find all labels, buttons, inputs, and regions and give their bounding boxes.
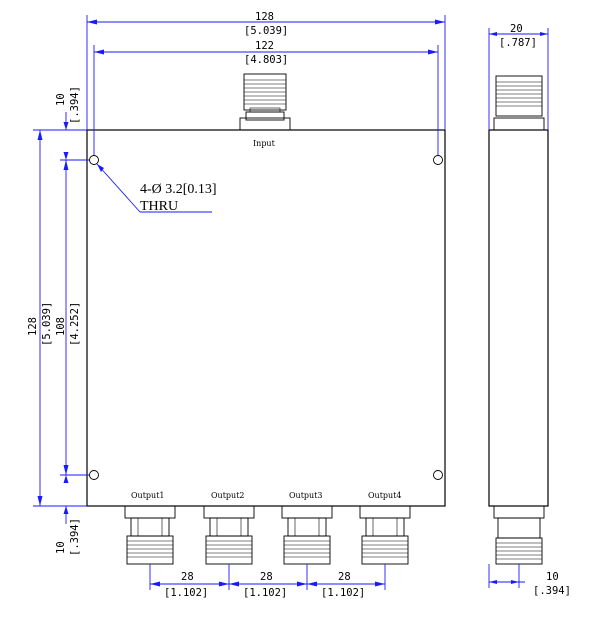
hole-callout-thru: THRU bbox=[140, 199, 178, 214]
mounting-hole-top-left bbox=[89, 155, 99, 165]
output2-label: Output2 bbox=[211, 491, 245, 500]
output4-label: Output4 bbox=[368, 491, 402, 500]
dim-bottom-margin-inch: [.394] bbox=[69, 518, 81, 556]
input-label: Input bbox=[253, 139, 276, 148]
dim-pitch-3-mm: 28 bbox=[338, 571, 351, 583]
dim-top-margin-inch: [.394] bbox=[69, 86, 81, 124]
front-body-outline bbox=[86, 129, 446, 507]
dim-hole-span-mm: 122 bbox=[255, 40, 274, 52]
output-connector-2 bbox=[203, 505, 255, 565]
dim-side-connector-inch: [.394] bbox=[533, 585, 571, 597]
dim-top-width-mm: 128 bbox=[255, 11, 274, 23]
dimension-text: 128 [5.039] 122 [4.803] 20 [.787] 10 [.3… bbox=[27, 11, 571, 599]
dim-top-width-inch: [5.039] bbox=[244, 25, 288, 37]
dim-side-depth-inch: [.787] bbox=[499, 37, 537, 49]
dim-pitch-1-inch: [1.102] bbox=[164, 587, 208, 599]
dim-pitch-2-mm: 28 bbox=[260, 571, 273, 583]
dim-hole-span-inch: [4.803] bbox=[244, 54, 288, 66]
output1-label: Output1 bbox=[131, 491, 165, 500]
dim-bottom-margin-mm: 10 bbox=[55, 541, 67, 554]
output-connector-4 bbox=[359, 505, 411, 565]
dim-side-depth-mm: 20 bbox=[510, 23, 523, 35]
mounting-hole-bottom-right bbox=[433, 470, 443, 480]
dim-body-height-mm: 128 bbox=[27, 317, 39, 336]
dim-body-height-inch: [5.039] bbox=[41, 302, 53, 346]
dimension-lines bbox=[33, 15, 549, 590]
front-view bbox=[86, 129, 446, 507]
side-view bbox=[488, 75, 549, 565]
mounting-hole-bottom-left bbox=[89, 470, 99, 480]
dim-pitch-3-inch: [1.102] bbox=[321, 587, 365, 599]
mounting-hole-top-right bbox=[433, 155, 443, 165]
dim-pitch-2-inch: [1.102] bbox=[243, 587, 287, 599]
side-body-outline bbox=[488, 129, 549, 507]
input-connector bbox=[239, 73, 291, 131]
dim-top-margin-mm: 10 bbox=[55, 93, 67, 106]
dim-pitch-1-mm: 28 bbox=[181, 571, 194, 583]
dim-hole-span-y-inch: [4.252] bbox=[69, 302, 81, 346]
output-connectors bbox=[124, 505, 411, 565]
dim-hole-span-y-mm: 108 bbox=[55, 317, 67, 336]
dim-side-connector-mm: 10 bbox=[546, 571, 559, 583]
output-connector-1 bbox=[124, 505, 176, 565]
output-connector-3 bbox=[281, 505, 333, 565]
hole-callout-size: 4-Ø 3.2[0.13] bbox=[140, 182, 217, 197]
output3-label: Output3 bbox=[289, 491, 323, 500]
